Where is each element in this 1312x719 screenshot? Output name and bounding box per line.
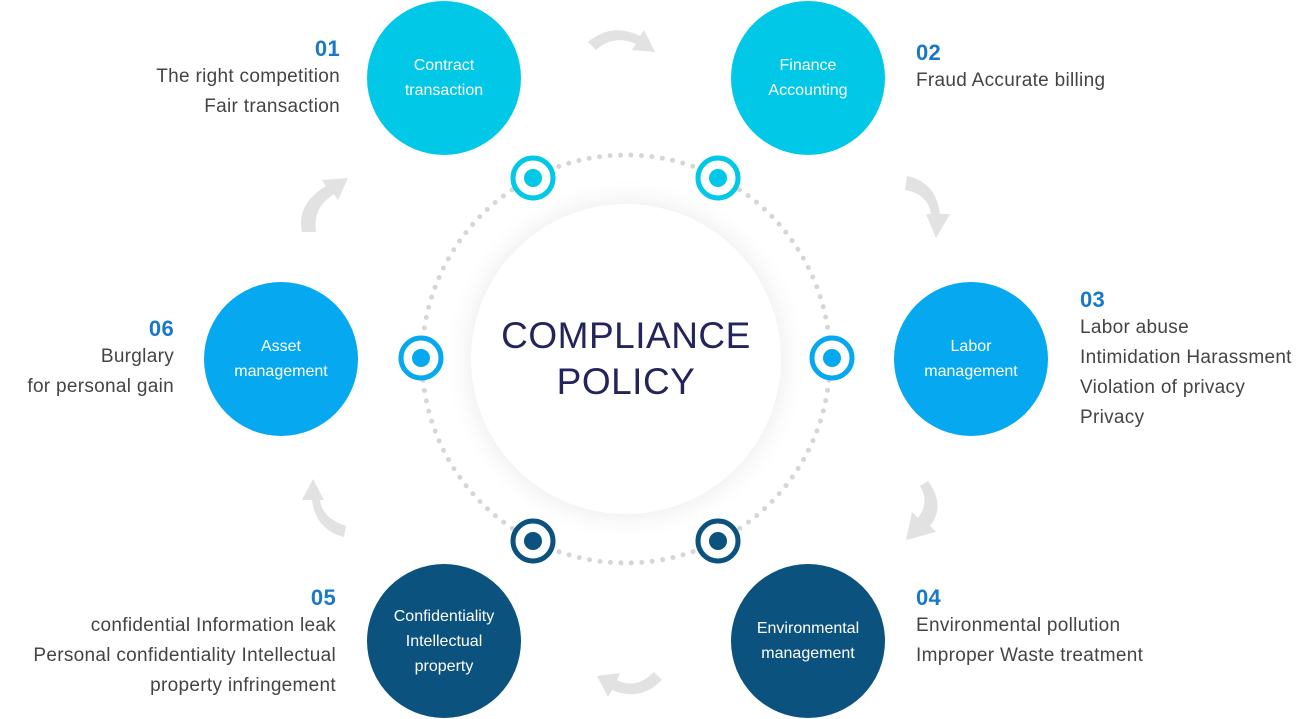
desc-item: for personal gain bbox=[27, 376, 174, 397]
node-label: Asset management bbox=[234, 338, 328, 380]
desc-item: Violation of privacy bbox=[1080, 377, 1246, 398]
step-number: 02 bbox=[916, 40, 942, 65]
desc-item: property infringement bbox=[150, 675, 336, 696]
node-label: Confidentiality Intellectual property bbox=[393, 607, 495, 675]
node-labor-management[interactable]: Labor management bbox=[894, 282, 1048, 436]
desc-item: Privacy bbox=[1080, 407, 1145, 428]
node-contract-transaction[interactable]: Contract transaction bbox=[367, 1, 521, 155]
desc-item: confidential Information leak bbox=[90, 615, 336, 636]
desc-item: The right competition bbox=[156, 66, 340, 87]
desc-item: Fraud Accurate billing bbox=[916, 70, 1106, 91]
desc-03: 03 Labor abuse Intimidation Harassment V… bbox=[1080, 287, 1292, 433]
curved-arrow-icon-upper-left bbox=[301, 178, 348, 232]
desc-item: Fair transaction bbox=[204, 96, 340, 117]
curved-arrow-icon-upper-right bbox=[905, 176, 950, 238]
center-title: COMPLIANCE POLICY bbox=[501, 315, 751, 402]
curved-arrow-icon-lower-left bbox=[302, 479, 346, 537]
desc-item: Improper Waste treatment bbox=[916, 645, 1144, 666]
node-environmental-management[interactable]: Environmental management bbox=[731, 564, 885, 718]
node-label: Environmental management bbox=[756, 620, 860, 662]
step-number: 01 bbox=[314, 36, 340, 61]
desc-01: 01 The right competition Fair transactio… bbox=[156, 36, 340, 122]
step-number: 06 bbox=[148, 316, 174, 341]
desc-06: 06 Burglary for personal gain bbox=[27, 316, 174, 402]
step-number: 05 bbox=[310, 585, 336, 610]
step-number: 03 bbox=[1080, 287, 1106, 312]
desc-item: Intimidation Harassment bbox=[1080, 347, 1292, 368]
desc-05: 05 confidential Information leak Persona… bbox=[33, 585, 336, 701]
target-icon-02 bbox=[695, 155, 741, 201]
target-icon-04 bbox=[695, 518, 741, 564]
target-icon-03 bbox=[809, 335, 855, 381]
target-icon-05 bbox=[510, 518, 556, 564]
curved-arrow-icon-bottom bbox=[597, 672, 662, 697]
desc-02: 02 Fraud Accurate billing bbox=[916, 40, 1105, 96]
step-number: 04 bbox=[916, 585, 942, 610]
target-icon-06 bbox=[398, 335, 444, 381]
desc-item: Burglary bbox=[100, 346, 174, 367]
node-confidentiality-ip[interactable]: Confidentiality Intellectual property bbox=[367, 564, 521, 718]
desc-item: Environmental pollution bbox=[916, 615, 1121, 636]
desc-item: Labor abuse bbox=[1080, 317, 1189, 338]
node-label: Finance Accounting bbox=[768, 57, 848, 99]
curved-arrow-icon-lower-right bbox=[906, 481, 938, 540]
desc-item: Personal confidentiality Intellectual bbox=[33, 645, 336, 666]
center-circle: COMPLIANCE POLICY bbox=[471, 204, 781, 514]
node-label: Contract transaction bbox=[404, 57, 484, 99]
node-label: Labor management bbox=[924, 338, 1018, 380]
target-icon-01 bbox=[510, 155, 556, 201]
node-asset-management[interactable]: Asset management bbox=[204, 282, 358, 436]
curved-arrow-icon-top bbox=[588, 30, 655, 52]
node-finance-accounting[interactable]: Finance Accounting bbox=[731, 1, 885, 155]
desc-04: 04 Environmental pollution Improper Wast… bbox=[916, 585, 1143, 671]
